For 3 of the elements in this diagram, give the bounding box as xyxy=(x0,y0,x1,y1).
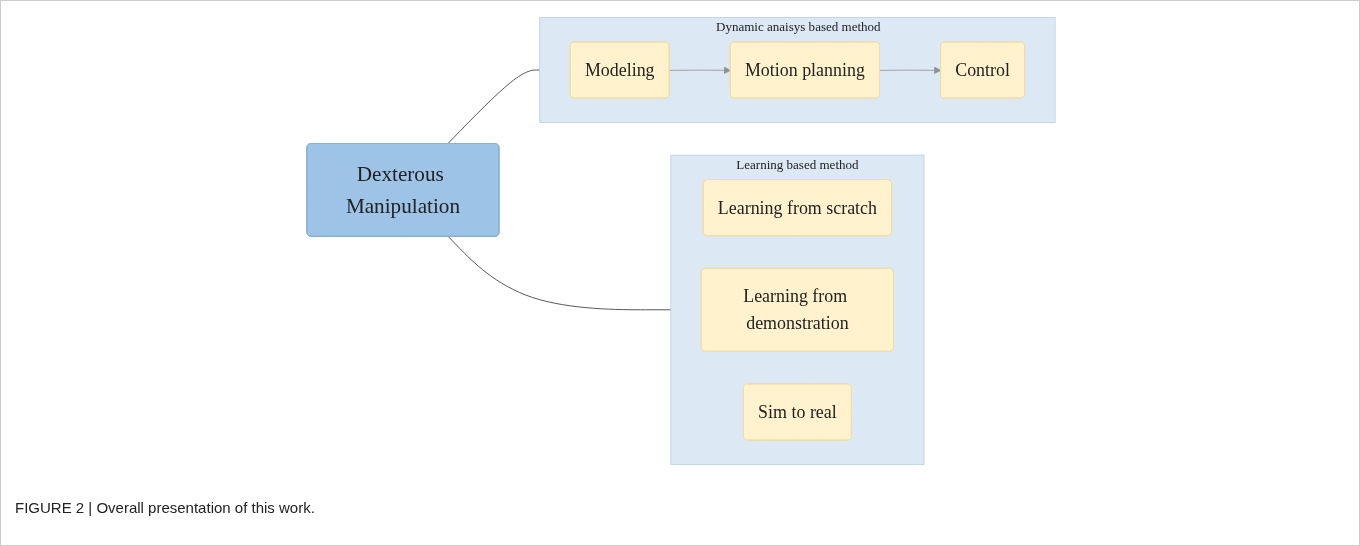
figure-caption: FIGURE 2 | Overall presentation of this work. xyxy=(15,499,315,516)
connector xyxy=(447,235,672,311)
connector xyxy=(447,69,541,144)
